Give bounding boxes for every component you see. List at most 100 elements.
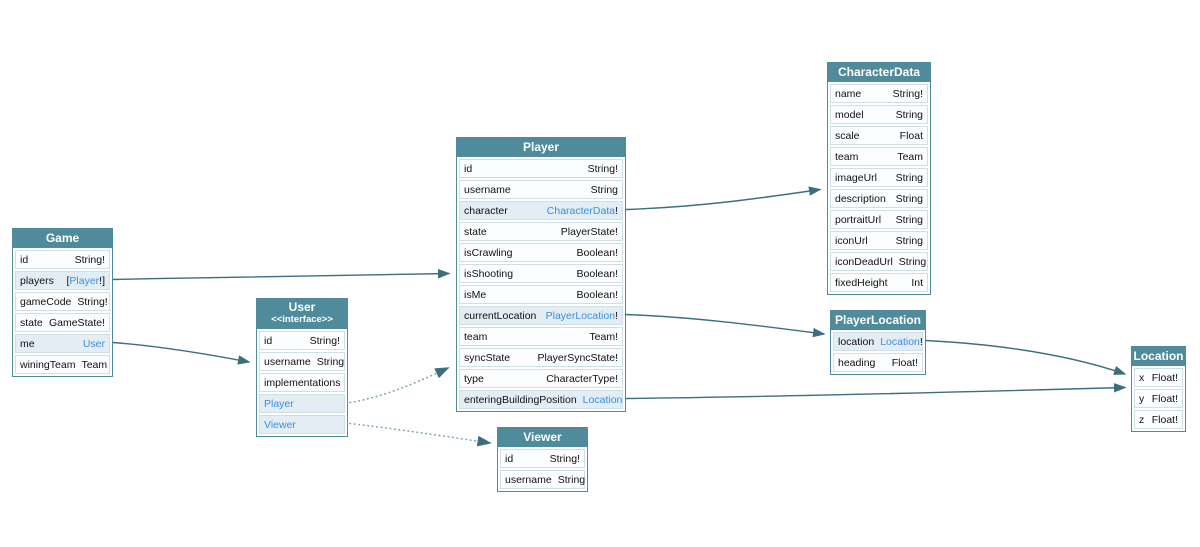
field-name: currentLocation — [464, 309, 537, 322]
field-row-username: username String — [259, 352, 345, 371]
type-link-location[interactable]: Location — [880, 335, 920, 348]
type-bang: ! — [615, 309, 618, 322]
field-type: String — [898, 255, 927, 268]
field-name: description — [835, 192, 886, 205]
type-link-characterdata[interactable]: CharacterData — [546, 204, 616, 217]
field-name: me — [20, 337, 35, 350]
field-row-location: location Location! — [833, 332, 923, 351]
field-name: scale — [835, 129, 860, 142]
field-row-iscrawling: isCrawling Boolean! — [459, 243, 623, 262]
field-type: Team! — [589, 330, 618, 343]
field-name: x — [1139, 371, 1145, 384]
field-type: Int — [911, 276, 923, 289]
field-type: Float! — [1151, 413, 1178, 426]
field-name: z — [1139, 413, 1145, 426]
field-name: id — [20, 253, 29, 266]
field-name: team — [835, 150, 859, 163]
type-link-player[interactable]: Player — [69, 274, 100, 287]
field-name: type — [464, 372, 484, 385]
field-row-username: username String — [500, 470, 585, 489]
field-row-y: y Float! — [1134, 389, 1183, 408]
field-name: id — [505, 452, 514, 465]
type-node-playerlocation[interactable]: PlayerLocation location Location! headin… — [830, 310, 926, 375]
field-row-x: x Float! — [1134, 368, 1183, 387]
field-row-implementations: implementations — [259, 373, 345, 392]
field-name: isCrawling — [464, 246, 513, 259]
field-name: id — [264, 334, 273, 347]
type-link-location[interactable]: Location — [582, 393, 623, 406]
field-name: heading — [838, 356, 876, 369]
implementation-link-player[interactable]: Player — [264, 397, 294, 410]
section-label: implementations — [264, 376, 341, 389]
field-type: Float! — [1151, 392, 1178, 405]
field-type: PlayerSyncState! — [537, 351, 618, 364]
field-type: String — [895, 213, 923, 226]
field-name: syncState — [464, 351, 511, 364]
field-type: Location! — [880, 336, 923, 348]
field-row-gamecode: gameCode String! — [15, 292, 110, 311]
field-row-players: players [Player!] — [15, 271, 110, 290]
type-title-location: Location — [1132, 347, 1185, 366]
field-row-id: id String! — [15, 250, 110, 269]
type-bang: ! — [615, 204, 618, 217]
field-type: CharacterType! — [546, 372, 618, 385]
type-node-characterdata[interactable]: CharacterData name String! model String … — [827, 62, 931, 295]
field-row-name: name String! — [830, 84, 928, 103]
edge-user-viewer-implementation — [349, 422, 492, 447]
field-row-currentlocation: currentLocation PlayerLocation! — [459, 306, 623, 325]
field-type: Team — [81, 358, 108, 371]
field-row-model: model String — [830, 105, 928, 124]
type-title-player: Player — [457, 138, 625, 157]
edge-player-enteringbuildingposition-to-location — [625, 383, 1127, 400]
field-type: String! — [309, 334, 340, 347]
field-row-scale: scale Float — [830, 126, 928, 145]
field-name: isMe — [464, 288, 487, 301]
type-node-user[interactable]: User <<interface>> id String! username S… — [256, 298, 348, 437]
field-type: String — [316, 355, 345, 368]
type-link-user[interactable]: User — [82, 337, 105, 350]
field-row-description: description String — [830, 189, 928, 208]
field-name: gameCode — [20, 295, 72, 308]
field-row-iconurl: iconUrl String — [830, 231, 928, 250]
field-type: String — [895, 234, 923, 247]
field-row-me: me User — [15, 334, 110, 353]
type-node-viewer[interactable]: Viewer id String! username String — [497, 427, 588, 492]
field-type: Team — [897, 150, 923, 163]
type-stereotype: <<interface>> — [271, 314, 333, 325]
field-type: String — [895, 192, 923, 205]
field-type: String! — [587, 162, 618, 175]
implementation-row-player: Player — [259, 394, 345, 413]
field-type: String — [590, 183, 618, 196]
field-type: PlayerState! — [560, 225, 618, 238]
field-row-state: state GameState! — [15, 313, 110, 332]
field-row-z: z Float! — [1134, 410, 1183, 429]
type-title-viewer: Viewer — [498, 428, 587, 447]
field-name: state — [20, 316, 43, 329]
type-node-location[interactable]: Location x Float! y Float! z Float! — [1131, 346, 1186, 432]
field-name: character — [464, 204, 508, 217]
field-row-team: team Team — [830, 147, 928, 166]
field-name: username — [264, 355, 311, 368]
implementation-link-viewer[interactable]: Viewer — [264, 418, 296, 431]
field-type: String — [895, 108, 923, 121]
edge-playerlocation-location-to-location — [925, 339, 1127, 375]
field-type: String! — [77, 295, 108, 308]
field-type: String! — [549, 452, 580, 465]
field-row-team: team Team! — [459, 327, 623, 346]
field-type: Float! — [1151, 371, 1178, 384]
field-type: String — [895, 171, 923, 184]
type-title-user: User <<interface>> — [257, 299, 347, 329]
type-node-game[interactable]: Game id String! players [Player!] gameCo… — [12, 228, 113, 377]
field-type: String! — [74, 253, 105, 266]
field-type: String — [557, 473, 586, 486]
type-link-playerlocation[interactable]: PlayerLocation — [545, 309, 616, 322]
field-type: Boolean! — [576, 246, 618, 259]
field-name: isShooting — [464, 267, 514, 280]
field-name: name — [835, 87, 862, 100]
type-bracket: !] — [99, 274, 105, 287]
field-type: PlayerLocation! — [546, 310, 618, 322]
type-node-player[interactable]: Player id String! username String charac… — [456, 137, 626, 412]
field-type: CharacterData! — [547, 205, 618, 217]
